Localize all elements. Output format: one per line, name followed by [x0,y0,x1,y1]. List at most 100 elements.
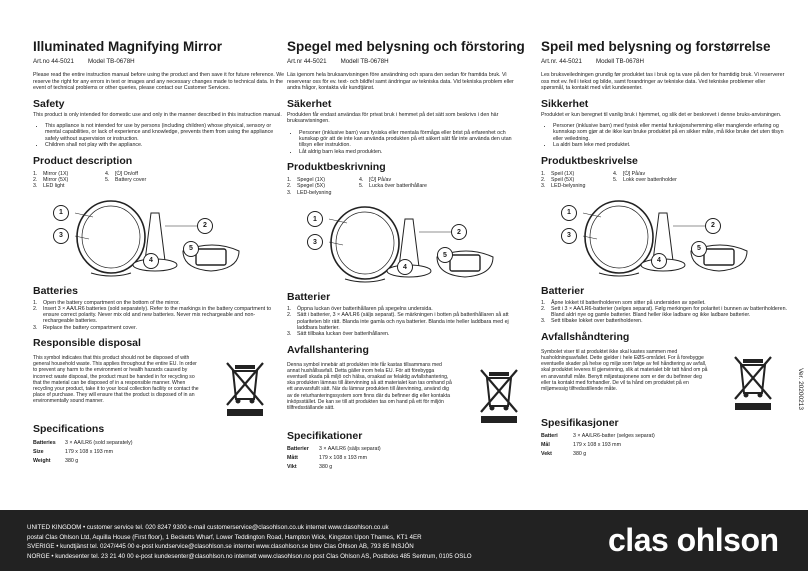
spec-value: 380 g [65,457,79,464]
battery-step-text: Replace the battery compartment cover. [43,324,137,331]
spec-row: Mått 179 x 108 x 193 mm [287,454,381,463]
product-description-heading: Produktbeskrivelse [541,154,638,167]
safety-bullet: Låt aldrig barn leka med produkten. [299,149,525,155]
part-label: [⏻] På/av [369,177,392,184]
spec-key: Vekt [541,451,552,458]
product-figure: 1 3 2 4 5 [287,199,525,285]
model-number: Modell TB-0678H [340,58,389,65]
spec-key: Batterier [287,446,309,453]
safety-bullet: Children shall not play with the applian… [45,142,285,148]
part-item: 5.Lucka över batterihållare [359,183,428,190]
part-item: 5.Battery cover [105,176,147,183]
article-number: Art.no 44-5021 [33,58,74,65]
parts-list: 1.Spegel (1X)2.Spegel (5X)3.LED-belysnin… [287,177,525,196]
part-label: LED-belysning [551,183,586,190]
part-label: Spegel (1X) [297,177,325,184]
footer: UNITED KINGDOM • customer service tel. 0… [0,510,808,571]
callout-2: 2 [705,217,721,234]
manual-title: Speil med belysning og forstørrelse [541,39,771,54]
battery-step-text: Sätt i batterier, 3 × AA/LR6 (säljs sepa… [297,312,509,331]
safety-heading: Safety [33,97,65,110]
part-item: 1.Speil (1X) [541,170,575,177]
disposal-text: Denna symbol innebär att produkten inte … [287,361,452,411]
battery-step: 1.Åpne lokket til batteriholderen som si… [541,299,706,306]
part-item: 3.LED light [33,183,65,190]
specifications-table: Batterier 3 × AA/LR6 (säljs separat) Mått 1… [287,445,381,472]
safety-heading: Säkerhet [287,97,332,110]
spec-key: Mål [541,442,550,449]
safety-text: Produktet er kun beregnet til vanlig bru… [541,111,782,118]
weee-bin-icon [226,362,264,417]
safety-list: This appliance is not intended for use b… [33,123,285,149]
callout-2: 2 [197,217,213,234]
spec-key: Batteries [33,439,56,446]
battery-steps: 1.Open the battery compartment on the bo… [33,300,285,331]
safety-bullet: Personer (inklusive barn) med fysisk ell… [553,123,789,142]
product-figure: 1 3 2 4 5 [33,193,285,279]
battery-step: 3.Sätt tillbaka luckan över batterihålla… [287,331,390,338]
footer-line-uk: UNITED KINGDOM • customer service tel. 0… [27,524,389,531]
callout-4: 4 [651,252,667,269]
part-label: Lokk over batteriholder [623,176,677,183]
part-item: 4.[⏻] På/av [359,177,392,184]
part-item: 3.LED-belysning [541,183,586,190]
battery-step-text: Sett i 3 × AA/LR6-batterier (selges sepa… [551,305,787,319]
part-item: 4.[⏻] På/av [613,170,646,177]
battery-step: 3.Sett tilbake lokket over batteriholder… [541,318,643,325]
intro-text: Läs igenom hela bruksanvisningen före an… [287,72,514,91]
spec-value: 179 x 108 x 193 mm [65,448,113,455]
footer-contact: UNITED KINGDOM • customer service tel. 0… [27,523,472,562]
callout-3: 3 [307,234,323,251]
model-number: Modell TB-0678H [595,58,644,65]
battery-step: 2.Sett i 3 × AA/LR6-batterier (selges se… [541,305,787,319]
spec-value: 179 x 108 x 193 mm [319,455,367,462]
battery-step: 2.Sätt i batterier, 3 × AA/LR6 (säljs se… [287,312,509,331]
part-item: 1.Spegel (1X) [287,177,325,184]
battery-step-text: Åpne lokket til batteriholderen som sitt… [551,299,706,306]
safety-text: Produkten får endast användas för privat… [287,111,499,125]
safety-list: Personer (inklusive barn) vars fysiska e… [287,130,525,156]
part-label: Battery cover [115,176,147,183]
spec-key: Vikt [287,464,297,471]
part-item: 5.Lokk over batteriholder [613,176,677,183]
spec-key: Mått [287,455,298,462]
callout-1: 1 [561,204,577,221]
disposal-heading: Avfallshåndtering [541,330,630,343]
safety-heading: Sikkerhet [541,97,589,110]
spec-row: Batterier 3 × AA/LR6 (säljs separat) [287,445,381,454]
spec-value: 3 × AA/LR6 (säljs separat) [319,446,381,453]
manual-title: Spegel med belysning och förstoring [287,39,525,54]
spec-key: Size [33,448,44,455]
disposal-heading: Avfallshantering [287,343,369,356]
part-label: Lucka över batterihållare [369,183,428,190]
battery-steps: 1.Öppna luckan över batterihållaren på s… [287,306,525,337]
part-label: Mirror (1X) [43,170,69,177]
part-label: [⏻] On/off [115,170,138,177]
battery-step: 3.Replace the battery compartment cover. [33,324,137,331]
disposal-block: Symbolet viser til at produktet ikke ska… [541,349,789,411]
battery-step-text: Insert 3 × AA/LR6 batteries (sold separa… [43,305,272,325]
part-label: Speil (1X) [551,170,575,177]
battery-step: 1.Öppna luckan över batterihållaren på s… [287,306,433,313]
spec-key: Weight [33,457,51,464]
batteries-heading: Batterier [541,284,585,297]
disposal-heading: Responsible disposal [33,337,141,350]
product-figure: 1 3 2 4 5 [541,193,789,279]
footer-line-se: SVERIGE • kundtjänst tel. 0247/445 00 e-… [27,543,414,551]
battery-step-text: Sett tilbake lokket over batteriholderen… [551,318,643,325]
safety-bullet: La aldri barn leke med produktet. [553,142,789,148]
callout-1: 1 [307,211,323,228]
weee-bin-icon [734,356,772,410]
spec-row: Size 179 x 108 x 193 mm [33,447,133,456]
disposal-block: Denna symbol innebär att produkten inte … [287,362,525,424]
